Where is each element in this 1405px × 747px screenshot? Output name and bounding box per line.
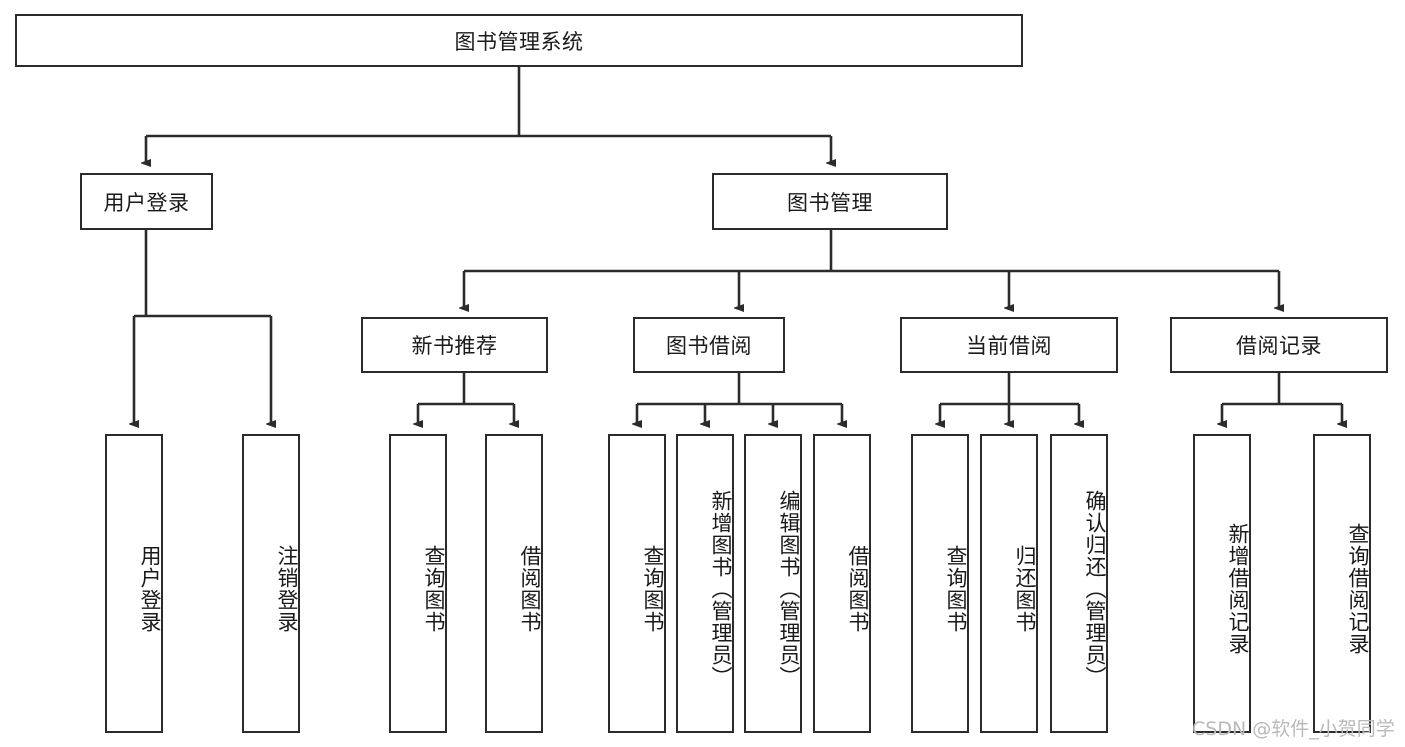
leaf-book-borrow-3[interactable]: 编辑图书（管理员） — [744, 434, 802, 733]
leaf-book-borrow-3-label: 编辑图书（管理员） — [777, 489, 801, 688]
node-book-borrow[interactable]: 图书借阅 — [633, 317, 785, 373]
leaf-current-borrow-1-label: 查询图书 — [944, 544, 968, 633]
leaf-book-borrow-1[interactable]: 查询图书 — [608, 434, 666, 733]
node-user-login[interactable]: 用户登录 — [80, 173, 213, 230]
node-book-borrow-label: 图书借阅 — [666, 334, 752, 358]
leaf-borrow-record-2[interactable]: 查询借阅记录 — [1313, 434, 1371, 733]
leaf-user-login-2[interactable]: 注销登录 — [242, 434, 300, 733]
node-root[interactable]: 图书管理系统 — [15, 14, 1023, 67]
leaf-new-book-1-label: 查询图书 — [422, 544, 446, 633]
leaf-borrow-record-2-label: 查询借阅记录 — [1346, 522, 1370, 655]
node-borrow-record[interactable]: 借阅记录 — [1170, 317, 1388, 373]
leaf-new-book-1[interactable]: 查询图书 — [389, 434, 447, 733]
leaf-book-borrow-4-label: 借阅图书 — [846, 544, 870, 633]
node-book-management[interactable]: 图书管理 — [712, 173, 948, 230]
leaf-new-book-2-label: 借阅图书 — [518, 544, 542, 633]
node-user-login-label: 用户登录 — [103, 190, 190, 215]
node-new-book-recommend-label: 新书推荐 — [411, 334, 498, 358]
leaf-book-borrow-1-label: 查询图书 — [641, 544, 665, 633]
leaf-current-borrow-2[interactable]: 归还图书 — [980, 434, 1038, 733]
leaf-user-login-1[interactable]: 用户登录 — [105, 434, 163, 733]
leaf-new-book-2[interactable]: 借阅图书 — [485, 434, 543, 733]
leaf-borrow-record-1-label: 新增借阅记录 — [1226, 522, 1250, 655]
leaf-borrow-record-1[interactable]: 新增借阅记录 — [1193, 434, 1251, 733]
leaf-current-borrow-3[interactable]: 确认归还（管理员） — [1050, 434, 1108, 733]
leaf-book-borrow-2-label: 新增图书（管理员） — [709, 489, 733, 688]
leaf-book-borrow-4[interactable]: 借阅图书 — [813, 434, 871, 733]
node-borrow-record-label: 借阅记录 — [1236, 334, 1322, 358]
node-current-borrow[interactable]: 当前借阅 — [900, 317, 1118, 373]
node-book-management-label: 图书管理 — [787, 190, 873, 215]
leaf-current-borrow-2-label: 归还图书 — [1013, 544, 1037, 633]
leaf-user-login-2-label: 注销登录 — [275, 544, 299, 633]
leaf-book-borrow-2[interactable]: 新增图书（管理员） — [676, 434, 734, 733]
node-root-label: 图书管理系统 — [454, 29, 584, 54]
node-current-borrow-label: 当前借阅 — [966, 334, 1052, 358]
leaf-current-borrow-3-label: 确认归还（管理员） — [1083, 489, 1107, 688]
leaf-current-borrow-1[interactable]: 查询图书 — [911, 434, 969, 733]
node-new-book-recommend[interactable]: 新书推荐 — [361, 317, 548, 373]
leaf-user-login-1-label: 用户登录 — [138, 544, 162, 633]
